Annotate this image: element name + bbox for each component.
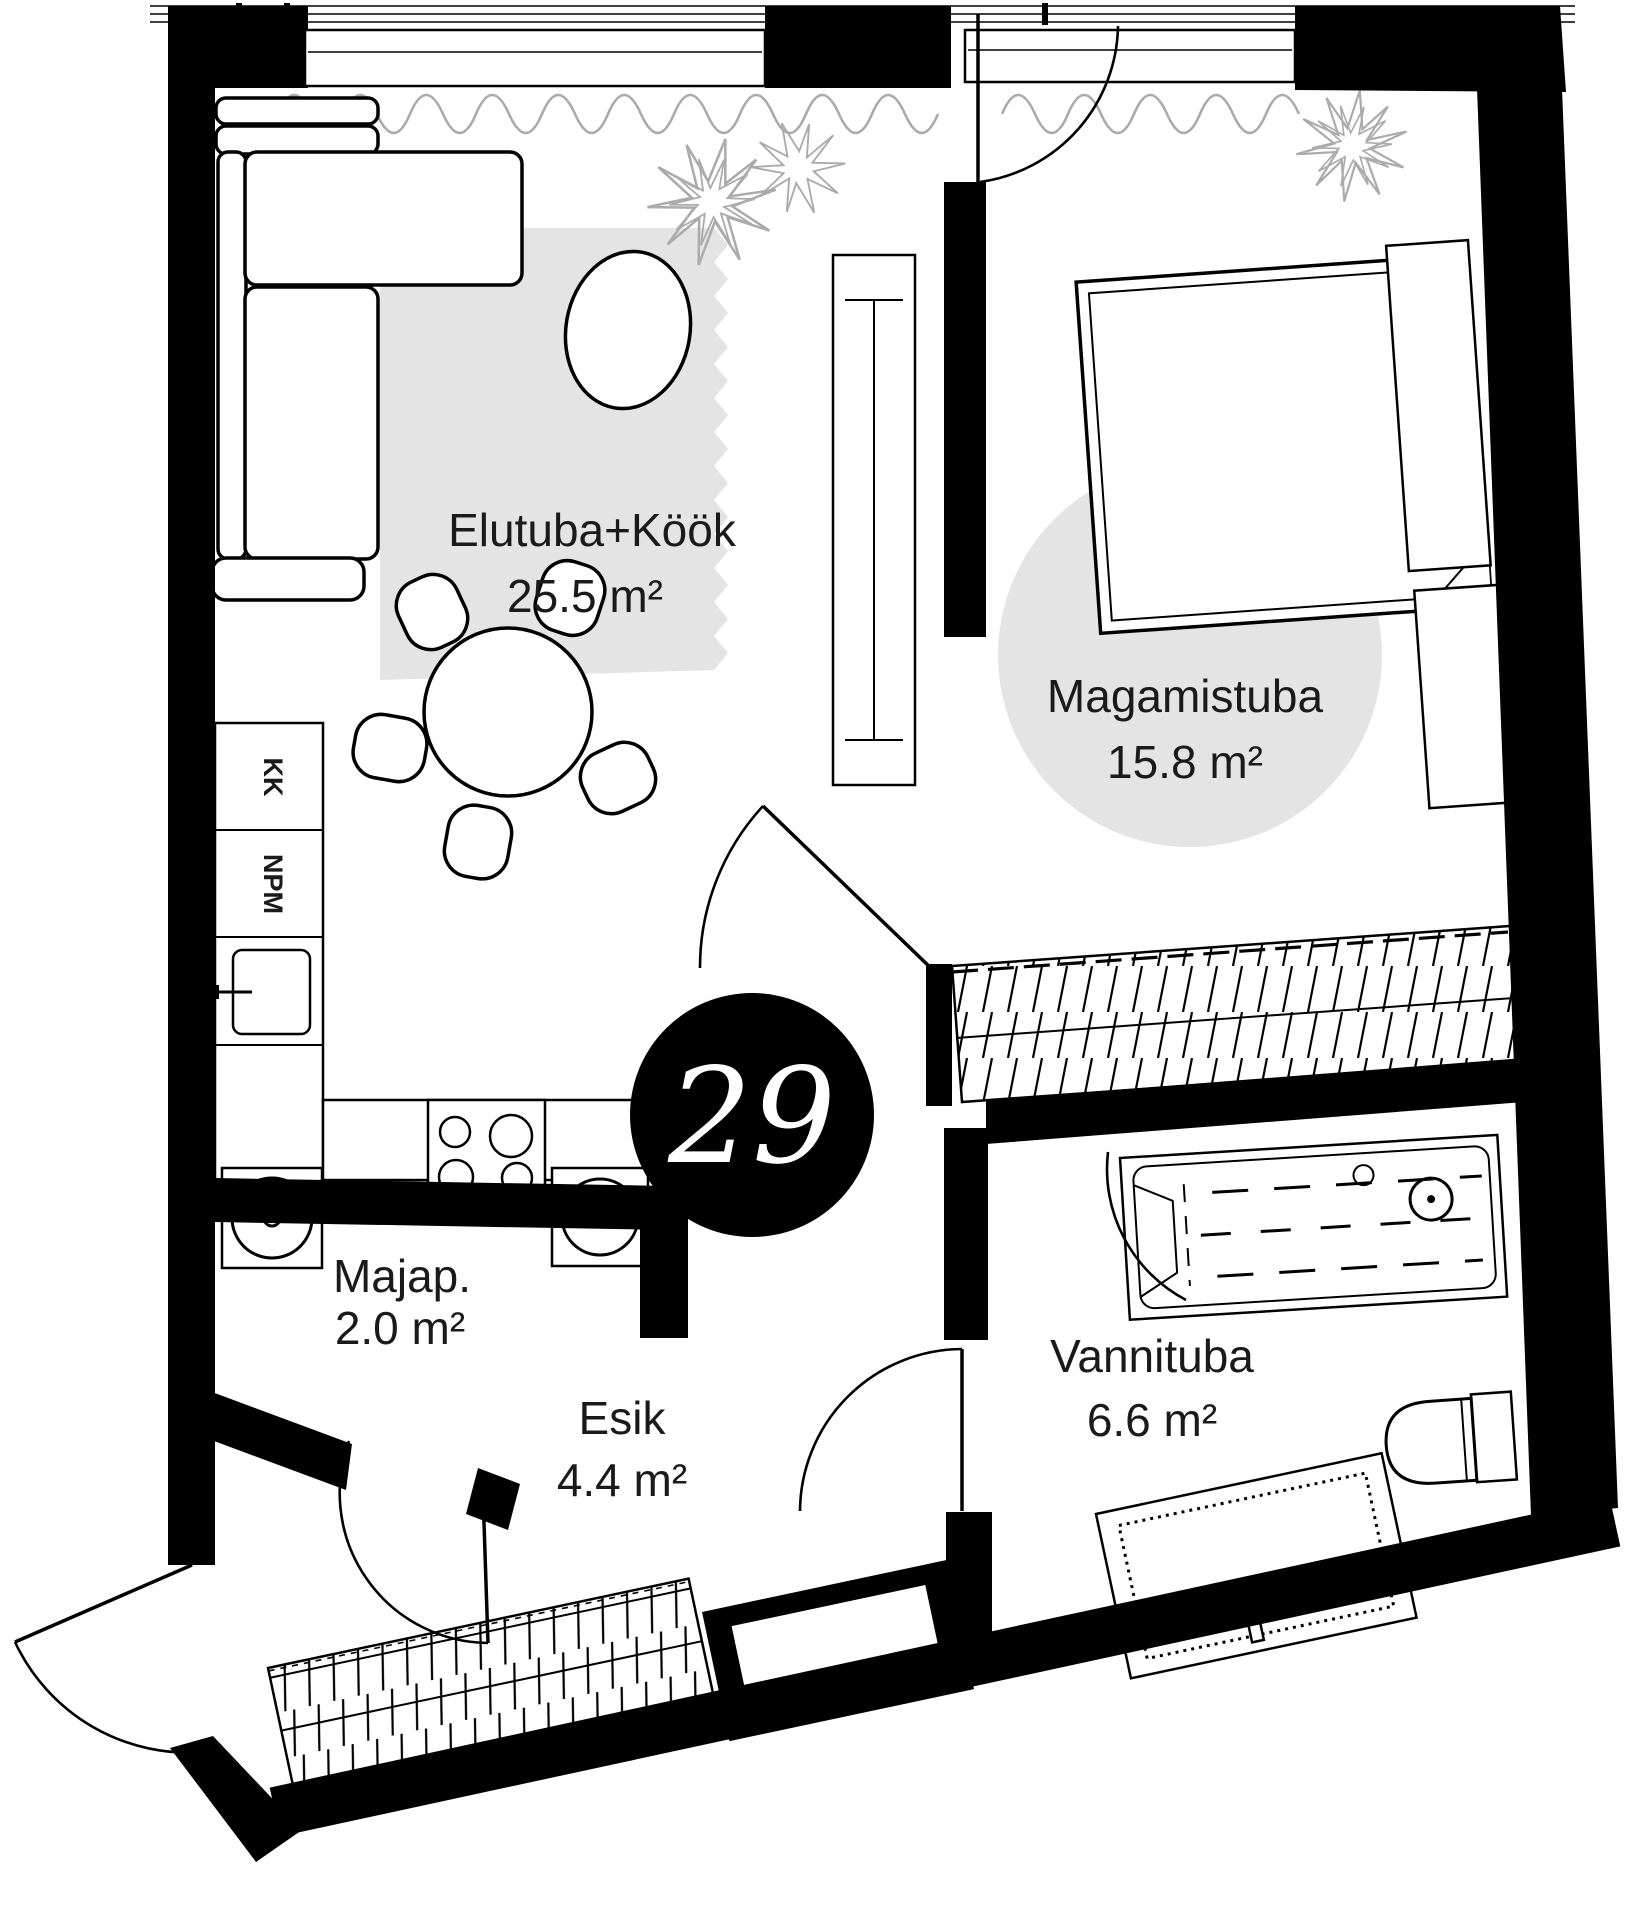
apartment-number: 29 — [667, 1040, 836, 1194]
plant-icon — [750, 122, 846, 214]
dining-chair-icon — [394, 572, 470, 652]
room-area-magamistuba: 15.8 m² — [1107, 736, 1263, 788]
wall-majap-east — [640, 1186, 688, 1338]
wall-right — [1477, 88, 1618, 1516]
bathtub-icon — [1118, 1133, 1509, 1322]
wall-majap-south — [206, 1392, 352, 1490]
wall-top-right — [1295, 6, 1566, 92]
room-label-magamistuba: Magamistuba — [1047, 670, 1324, 722]
door-bedroom — [976, 14, 1120, 184]
wall-entrance-corner — [170, 1736, 302, 1862]
wall-kitchen-south — [215, 1178, 668, 1230]
dining-table-icon — [422, 626, 594, 798]
kitchen-unit-npm: NPM — [258, 854, 288, 914]
toilet-icon — [1384, 1390, 1519, 1485]
dining-set — [351, 558, 658, 881]
wall-left — [168, 6, 215, 1565]
room-area-esik: 4.4 m² — [557, 1454, 687, 1506]
sofa-icon — [210, 96, 524, 602]
door-arc-icon — [798, 1347, 963, 1512]
dining-chair-icon — [351, 712, 429, 784]
door-majap — [338, 1440, 490, 1645]
door-entrance — [13, 1563, 206, 1754]
room-area-majap: 2.0 m² — [335, 1302, 465, 1354]
curtain-wave-icon — [1000, 93, 1301, 135]
room-label-esik: Esik — [579, 1392, 667, 1444]
room-area-vannituba: 6.6 m² — [1087, 1394, 1217, 1446]
dining-chair-icon — [578, 740, 658, 816]
room-label-vannituba: Vannituba — [1050, 1330, 1254, 1382]
nightstand-icon — [1384, 238, 1515, 810]
room-label-majap: Majap. — [333, 1250, 471, 1302]
window-livingroom — [303, 28, 767, 88]
plant-icon — [1295, 90, 1408, 202]
room-area-elutuba: 25.5 m² — [507, 570, 663, 622]
window-bedroom — [963, 28, 1297, 84]
coffee-table-icon — [563, 249, 693, 411]
door-arc-icon — [979, 25, 1120, 184]
dining-chair-icon — [533, 558, 607, 638]
wall-divider-lower — [946, 1512, 992, 1662]
wall-bathroom-north — [986, 1058, 1524, 1144]
wardrobe-icon — [926, 924, 1522, 1106]
door-arc-icon — [13, 1641, 206, 1754]
curtain-wave-icon — [276, 93, 940, 135]
door-arc-icon — [338, 1440, 489, 1645]
kitchen-sink-icon — [210, 948, 312, 1036]
plant-icon — [647, 138, 777, 266]
shower-screen-arc — [1105, 1151, 1187, 1302]
room-labels: Elutuba+Köök 25.5 m² Magamistuba 15.8 m²… — [258, 504, 1323, 1506]
apartment-number-badge: 29 — [630, 993, 874, 1237]
mirror-stand-icon — [831, 253, 917, 787]
door-livingroom-hall — [698, 804, 937, 974]
wall-top-pier — [765, 6, 951, 88]
room-label-elutuba: Elutuba+Köök — [448, 504, 737, 556]
door-bathroom — [798, 1347, 964, 1512]
dining-chair-icon — [442, 803, 514, 881]
door-arc-icon — [698, 805, 764, 969]
wall-divider-upper — [944, 1128, 988, 1340]
kitchen-unit-kk: KK — [258, 758, 288, 797]
wall-majap-door-stub — [466, 1468, 520, 1530]
wall-bottom — [269, 1497, 1621, 1837]
wall-partition-bedroom — [944, 182, 986, 637]
